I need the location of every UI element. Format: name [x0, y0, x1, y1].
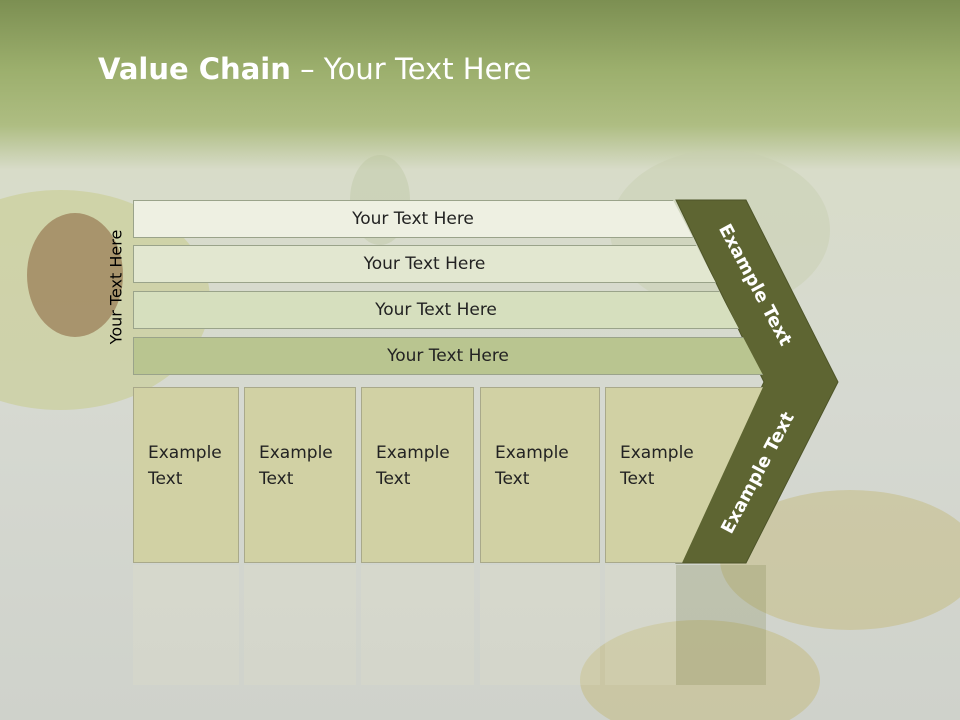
column-1: Example Text: [133, 387, 239, 563]
title-bold: Value Chain: [98, 52, 291, 86]
column-2: Example Text: [244, 387, 356, 563]
column-5-line2: Text: [620, 469, 655, 489]
slide-title: Value Chain – Your Text Here: [98, 52, 532, 86]
row-4: Your Text Here: [133, 337, 763, 375]
column-5-line1: Example: [620, 443, 694, 463]
row-4-label: Your Text Here: [387, 346, 509, 366]
row-1: Your Text Here: [133, 200, 693, 238]
column-3-line1: Example: [376, 443, 450, 463]
row-3-label: Your Text Here: [375, 300, 497, 320]
column-3-line2: Text: [376, 469, 411, 489]
column-1-line2: Text: [148, 469, 183, 489]
column-2-line2: Text: [259, 469, 294, 489]
row-2-label: Your Text Here: [363, 254, 486, 274]
column-3: Example Text: [361, 387, 474, 563]
column-4: Example Text: [480, 387, 600, 563]
column-1-line1: Example: [148, 443, 222, 463]
column-4-line1: Example: [495, 443, 569, 463]
title-rest: – Your Text Here: [290, 52, 532, 86]
row-2: Your Text Here: [133, 245, 716, 283]
column-2-line1: Example: [259, 443, 333, 463]
row-1-label: Your Text Here: [352, 209, 474, 229]
row-3: Your Text Here: [133, 291, 739, 329]
column-4-line2: Text: [495, 469, 530, 489]
reflection: [0, 565, 960, 685]
